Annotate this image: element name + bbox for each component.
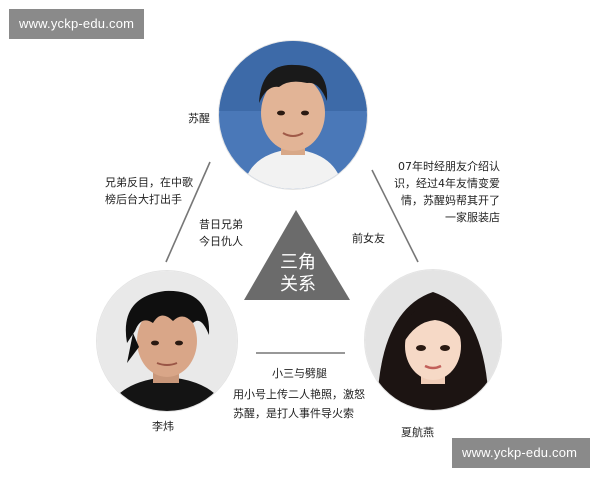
label-bottom-desc-line1: 用小号上传二人艳照，激怒: [233, 388, 365, 401]
photo-left-person: [97, 271, 237, 411]
man-portrait-icon: [219, 41, 367, 189]
label-left-inner-line1: 昔日兄弟: [199, 218, 243, 231]
photo-top-person: [219, 41, 367, 189]
label-left-edge-line2: 榜后台大打出手: [105, 193, 182, 206]
woman-portrait-icon: [365, 270, 501, 410]
watermark-bottom: www.yckp-edu.com: [452, 438, 590, 468]
label-left-edge-line1: 兄弟反目，在中歌: [105, 176, 193, 189]
photo-right-person: [365, 270, 501, 410]
label-right-edge-line2: 识，经过4年友情变爱: [394, 177, 500, 190]
connector-top-left: [165, 161, 211, 263]
center-title-line2: 关系: [280, 274, 316, 295]
connector-top-right: [371, 169, 419, 263]
center-title: 三角 关系: [268, 252, 328, 296]
label-right-edge-line4: 一家服装店: [445, 211, 500, 224]
watermark-top: www.yckp-edu.com: [9, 9, 145, 39]
label-bottom-desc: 用小号上传二人艳照，激怒 苏醒，是打人事件导火索: [233, 385, 365, 423]
label-left-inner-line2: 今日仇人: [199, 235, 243, 248]
name-left-person: 李炜: [152, 420, 174, 433]
name-top-person: 苏醒: [188, 112, 210, 125]
label-bottom-title: 小三与劈腿: [272, 367, 327, 380]
center-triangle: [244, 210, 350, 300]
man-portrait-icon: [97, 271, 237, 411]
label-left-inner: 昔日兄弟 今日仇人: [199, 216, 243, 250]
label-right-edge: 07年时经朋友介绍认 识，经过4年友情变爱 情，苏醒妈帮其开了 一家服装店: [394, 158, 500, 226]
label-right-edge-line1: 07年时经朋友介绍认: [398, 160, 500, 173]
label-left-edge: 兄弟反目，在中歌 榜后台大打出手: [105, 174, 193, 208]
center-title-line1: 三角: [280, 252, 316, 273]
label-bottom-desc-line2: 苏醒，是打人事件导火索: [233, 407, 354, 420]
label-right-inner: 前女友: [352, 232, 385, 245]
label-right-edge-line3: 情，苏醒妈帮其开了: [401, 194, 500, 207]
name-right-person: 夏航燕: [401, 426, 434, 439]
